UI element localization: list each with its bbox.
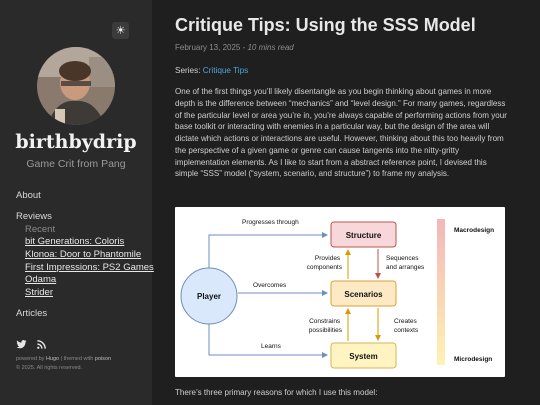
poison-link[interactable]: poison: [94, 356, 112, 362]
series-line: Series: Critique Tips: [175, 66, 248, 75]
meta-separator: -: [240, 43, 248, 52]
design-scale-bar: [437, 219, 445, 365]
scenarios-label: Scenarios: [344, 290, 383, 299]
recent-review-link[interactable]: First Impressions: PS2 Games: [25, 261, 154, 273]
rss-icon[interactable]: [36, 335, 47, 349]
recent-review-link[interactable]: Strider: [25, 287, 53, 299]
footer-credits: powered by Hugo | themed with poison © 2…: [16, 355, 111, 372]
system-label: System: [349, 352, 377, 361]
series-link[interactable]: Critique Tips: [202, 66, 249, 75]
edge-learns: [208, 322, 328, 358]
site-subtitle: Game Crit from Pang: [26, 158, 126, 170]
avatar[interactable]: [37, 47, 115, 125]
post-meta: February 13, 2025 - 10 mins read: [175, 43, 294, 52]
structure-label: Structure: [346, 231, 382, 240]
read-time: 10 mins read: [247, 43, 294, 52]
copyright-text: © 2025. All rights reserved.: [16, 364, 83, 371]
theme-toggle-button[interactable]: ☀: [112, 22, 129, 39]
label-learns: Learns: [261, 343, 282, 350]
nav-reviews-link[interactable]: Reviews: [16, 211, 52, 222]
system-node: [330, 342, 397, 369]
label-creates: Creates contexts: [394, 318, 419, 334]
recent-reviews-list: bit Generations: Coloris Klonoa: Door to…: [25, 236, 155, 300]
nav-about-link[interactable]: About: [16, 190, 41, 201]
sun-icon: ☀: [115, 24, 126, 37]
recent-review-link[interactable]: Odama: [25, 274, 57, 286]
label-overcomes: Overcomes: [253, 282, 287, 289]
recent-review-link[interactable]: Klonoa: Door to Phantomile: [25, 248, 142, 260]
sss-model-diagram: Macrodesign Microdesign Progresses throu…: [175, 207, 505, 377]
scenarios-node: [330, 280, 397, 307]
themed-with-text: | themed with: [59, 356, 95, 362]
player-node: [180, 267, 238, 325]
microdesign-label: Microdesign: [454, 356, 492, 363]
intro-paragraph: One of the first things you’ll likely di…: [175, 87, 507, 179]
site-title[interactable]: birthbydrip: [15, 131, 137, 153]
sidebar: ☀ birthbydrip Game Crit from Pang About …: [0, 0, 155, 405]
series-label: Series:: [175, 66, 203, 75]
edge-progresses: [208, 232, 328, 276]
label-progresses: Progresses through: [242, 219, 299, 226]
post-title: Critique Tips: Using the SSS Model: [175, 15, 476, 35]
label-provides: Provides components: [307, 255, 343, 271]
player-label: Player: [197, 292, 221, 301]
label-constrains: Constrains possibilities: [309, 318, 343, 334]
label-sequences: Sequences and arranges: [386, 255, 425, 271]
reasons-paragraph: There’s three primary reasons for which …: [175, 388, 378, 397]
social-links: [16, 335, 47, 349]
post-date: February 13, 2025: [175, 43, 241, 52]
nav-recent-label: Recent: [25, 224, 56, 235]
hugo-link[interactable]: Hugo: [45, 356, 60, 362]
nav-articles-link[interactable]: Articles: [16, 308, 48, 319]
powered-by-text: powered by: [16, 356, 46, 362]
macrodesign-label: Macrodesign: [454, 227, 494, 234]
structure-node: [330, 221, 397, 248]
twitter-icon[interactable]: [16, 335, 27, 349]
recent-review-link[interactable]: bit Generations: Coloris: [25, 236, 125, 247]
